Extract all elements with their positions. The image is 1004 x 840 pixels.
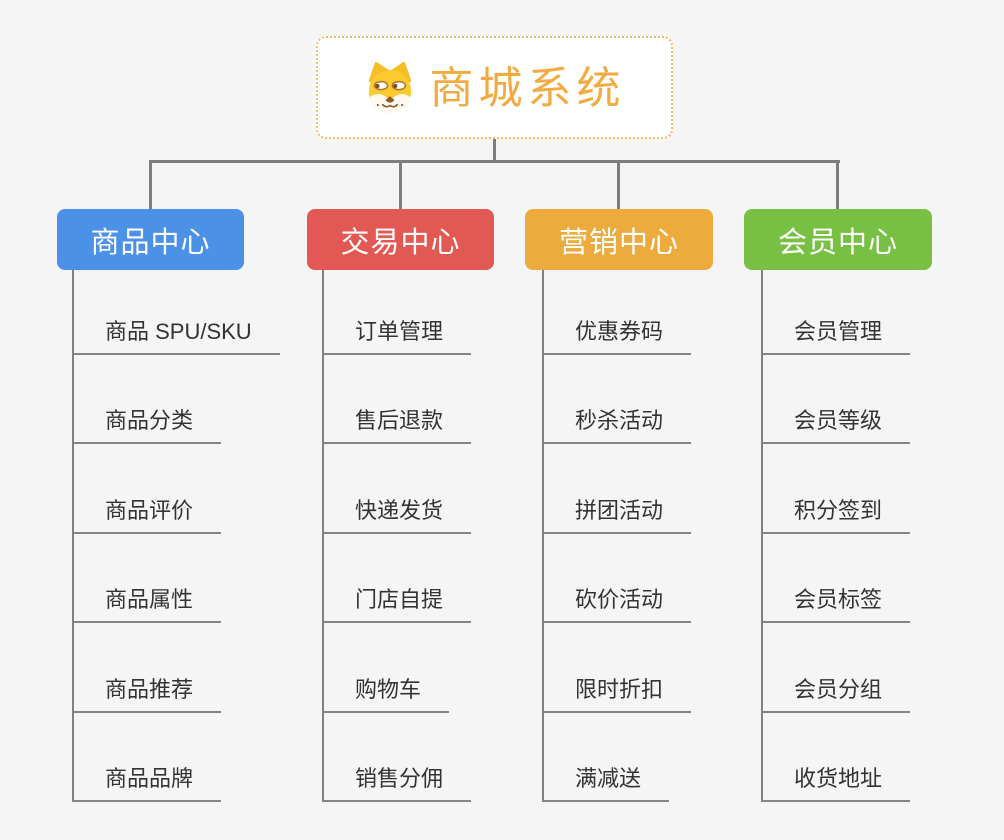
leaf-coupon-code[interactable]: 优惠券码 xyxy=(542,317,692,355)
root-label: 商城系统 xyxy=(429,63,626,113)
root-node[interactable]: 商城系统 xyxy=(316,36,673,139)
dog-face-icon xyxy=(364,61,416,114)
spine-member-center xyxy=(761,270,763,802)
leaf-time-limited-discount[interactable]: 限时折扣 xyxy=(542,675,692,713)
connector-horizontal-rail xyxy=(149,160,840,163)
spine-marketing-center xyxy=(542,270,544,802)
leaf-product-review[interactable]: 商品评价 xyxy=(72,496,222,534)
branch-member-center[interactable]: 会员中心 xyxy=(744,209,932,270)
spine-trade-center xyxy=(322,270,324,802)
branch-product-center[interactable]: 商品中心 xyxy=(57,209,244,270)
leaf-after-sales-refund[interactable]: 售后退款 xyxy=(322,406,472,444)
leaf-member-management[interactable]: 会员管理 xyxy=(761,317,911,355)
leaf-full-reduction-promo[interactable]: 满减送 xyxy=(542,764,670,802)
connector-drop-member-center xyxy=(836,160,839,211)
leaf-product-brand[interactable]: 商品品牌 xyxy=(72,764,222,802)
leaf-member-tag[interactable]: 会员标签 xyxy=(761,585,911,623)
leaf-member-level[interactable]: 会员等级 xyxy=(761,406,911,444)
leaf-product-attribute[interactable]: 商品属性 xyxy=(72,585,222,623)
leaf-express-shipping[interactable]: 快递发货 xyxy=(322,496,472,534)
leaf-flash-sale[interactable]: 秒杀活动 xyxy=(542,406,692,444)
leaf-order-management[interactable]: 订单管理 xyxy=(322,317,472,355)
connector-drop-trade-center xyxy=(399,160,402,211)
leaf-shipping-address[interactable]: 收货地址 xyxy=(761,764,911,802)
leaf-store-pickup[interactable]: 门店自提 xyxy=(322,585,472,623)
leaf-points-checkin[interactable]: 积分签到 xyxy=(761,496,911,534)
spine-product-center xyxy=(72,270,74,802)
leaf-product-category[interactable]: 商品分类 xyxy=(72,406,222,444)
connector-root-drop xyxy=(493,139,496,162)
connector-drop-product-center xyxy=(149,160,152,211)
leaf-member-group[interactable]: 会员分组 xyxy=(761,675,911,713)
leaf-group-buying[interactable]: 拼团活动 xyxy=(542,496,692,534)
connector-drop-marketing-center xyxy=(617,160,620,211)
leaf-product-spu-sku[interactable]: 商品 SPU/SKU xyxy=(72,317,280,355)
leaf-product-recommend[interactable]: 商品推荐 xyxy=(72,675,222,713)
leaf-sales-commission[interactable]: 销售分佣 xyxy=(322,764,472,802)
leaf-bargain-activity[interactable]: 砍价活动 xyxy=(542,585,692,623)
branch-marketing-center[interactable]: 营销中心 xyxy=(525,209,713,270)
leaf-shopping-cart[interactable]: 购物车 xyxy=(322,675,450,713)
branch-trade-center[interactable]: 交易中心 xyxy=(307,209,494,270)
